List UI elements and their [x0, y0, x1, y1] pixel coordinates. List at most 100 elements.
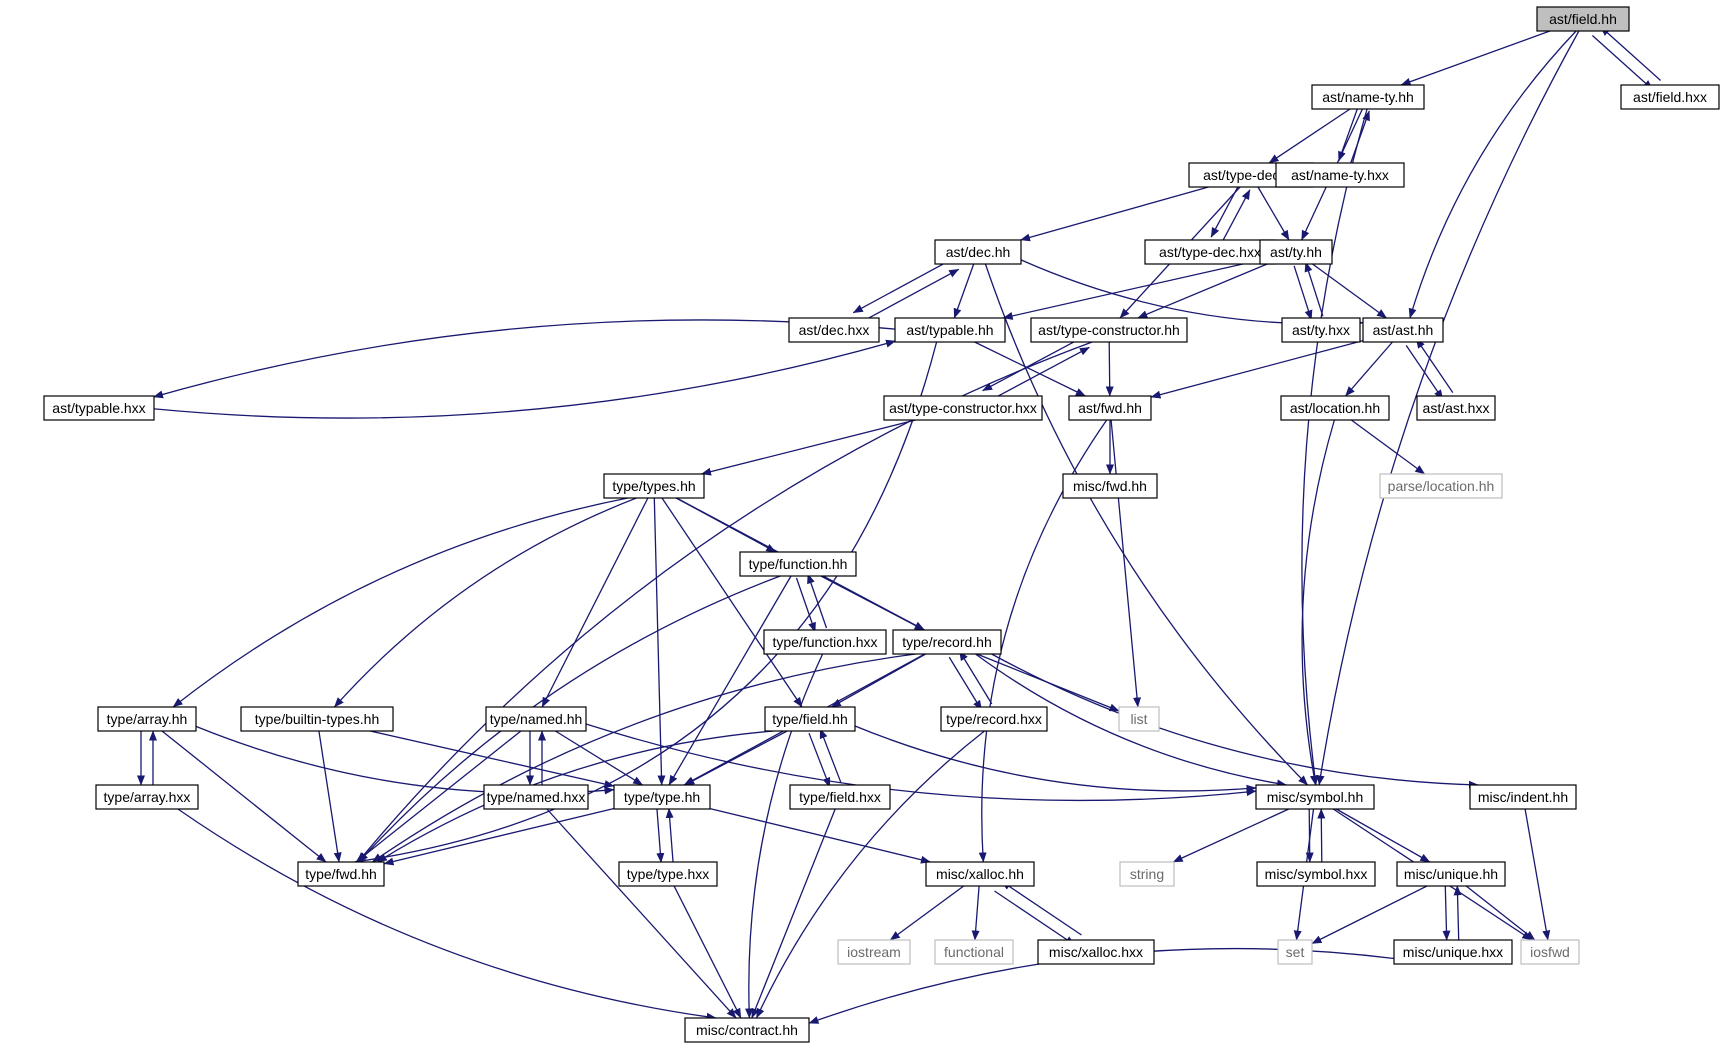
- node-named-hxx[interactable]: type/named.hxx: [483, 784, 589, 810]
- edge-unique_hh-to-unique_hxx: [1442, 886, 1451, 941]
- edge-type_dec_hh-to-dec_hh: [1020, 186, 1209, 242]
- edge-record_hh-to-record_hxx: [948, 656, 983, 711]
- node-box: [1068, 395, 1152, 421]
- node-unique-hh[interactable]: misc/unique.hh: [1396, 861, 1506, 887]
- node-label: list: [1130, 711, 1147, 727]
- node-box: [1281, 317, 1361, 343]
- node-symbol-hxx[interactable]: misc/symbol.hxx: [1256, 861, 1376, 887]
- node-array-hh[interactable]: type/array.hh: [97, 706, 197, 732]
- node-box: [43, 395, 155, 421]
- node-label: type/type.hxx: [627, 866, 710, 882]
- node-type-hh[interactable]: type/type.hh: [613, 784, 711, 810]
- edge-array_hxx-to-contract_hh: [177, 808, 717, 1021]
- edge-tfield_hh-to-type_fwd_hh: [376, 730, 774, 863]
- edge-builtin_hh-to-type_hh: [369, 730, 615, 788]
- edge-typable_hxx-to-typable_hh: [154, 339, 896, 419]
- node-types-hh[interactable]: type/types.hh: [603, 473, 705, 499]
- node-box: [1259, 239, 1333, 265]
- node-box: [1311, 84, 1425, 110]
- node-label: parse/location.hh: [1388, 478, 1495, 494]
- edge-tfield_hh-to-tfield_hxx: [808, 732, 831, 788]
- node-label: type/named.hh: [490, 711, 583, 727]
- node-unique-hxx[interactable]: misc/unique.hxx: [1393, 939, 1513, 965]
- node-misc-fwd-hh[interactable]: misc/fwd.hh: [1062, 473, 1158, 499]
- node-dec-hxx[interactable]: ast/dec.hxx: [788, 317, 880, 343]
- node-contract-hh[interactable]: misc/contract.hh: [684, 1017, 810, 1043]
- edge-xalloc_hh-to-iostream: [889, 885, 965, 941]
- node-box: [934, 939, 1014, 965]
- node-ast-fwd-hh[interactable]: ast/fwd.hh: [1068, 395, 1152, 421]
- node-type-fwd-hh[interactable]: type/fwd.hh: [297, 861, 385, 887]
- node-field-hh[interactable]: ast/field.hh: [1536, 6, 1630, 32]
- node-builtin-hh[interactable]: type/builtin-types.hh: [240, 706, 394, 732]
- edge-dec_hh-to-ast_hh: [1020, 259, 1364, 328]
- edge-dec_hh-to-typable_hh: [953, 263, 975, 319]
- node-ty-hh[interactable]: ast/ty.hh: [1259, 239, 1333, 265]
- node-set: set: [1277, 939, 1313, 965]
- edge-types_hh-to-named_hh: [541, 497, 649, 708]
- node-function-hh[interactable]: type/function.hh: [739, 551, 857, 577]
- node-label: misc/contract.hh: [696, 1022, 798, 1038]
- node-tfield-hh[interactable]: type/field.hh: [764, 706, 856, 732]
- node-label: ast/type-constructor.hxx: [889, 400, 1037, 416]
- node-function-hxx[interactable]: type/function.hxx: [763, 629, 887, 655]
- node-label: ast/ty.hh: [1270, 244, 1322, 260]
- edge-type_hh-to-xalloc_hh: [709, 807, 931, 864]
- node-symbol-hh[interactable]: misc/symbol.hh: [1255, 784, 1375, 810]
- node-array-hxx[interactable]: type/array.hxx: [95, 784, 199, 810]
- node-label: ast/type-dec.hh: [1203, 167, 1299, 183]
- node-name-ty-hxx[interactable]: ast/name-ty.hxx: [1275, 162, 1405, 188]
- node-label: type/function.hxx: [772, 634, 877, 650]
- node-box: [1469, 784, 1577, 810]
- node-string: string: [1119, 861, 1175, 887]
- edge-field_hh-to-name_ty_hh: [1400, 30, 1551, 86]
- node-ast-hxx[interactable]: ast/ast.hxx: [1416, 395, 1496, 421]
- node-label: ast/type-dec.hxx: [1159, 244, 1261, 260]
- node-type-hxx[interactable]: type/type.hxx: [618, 861, 718, 887]
- edge-record_hxx-to-contract_hh: [755, 730, 985, 1019]
- node-label: misc/indent.hh: [1478, 789, 1568, 805]
- node-box: [1280, 395, 1390, 421]
- node-box: [883, 395, 1043, 421]
- edge-function_hh-to-function_hxx: [795, 577, 816, 633]
- node-tfield-hxx[interactable]: type/field.hxx: [789, 784, 891, 810]
- node-typable-hxx[interactable]: ast/typable.hxx: [43, 395, 155, 421]
- node-box: [483, 784, 589, 810]
- node-xalloc-hh[interactable]: misc/xalloc.hh: [925, 861, 1035, 887]
- node-location-hh[interactable]: ast/location.hh: [1280, 395, 1390, 421]
- node-ast-hh[interactable]: ast/ast.hh: [1362, 317, 1444, 343]
- edge-tfield_hh-to-symbol_hh: [854, 725, 1257, 793]
- node-xalloc-hxx[interactable]: misc/xalloc.hxx: [1037, 939, 1155, 965]
- edge-record_hh-to-type_fwd_hh: [371, 653, 916, 863]
- edge-array_hh-to-type_fwd_hh: [161, 730, 327, 863]
- node-box: [764, 706, 856, 732]
- node-named-hh[interactable]: type/named.hh: [485, 706, 587, 732]
- node-type-ctor-hh[interactable]: ast/type-constructor.hh: [1030, 317, 1188, 343]
- node-box: [1277, 939, 1313, 965]
- edge-named_hh-to-type_fwd_hh: [355, 730, 522, 863]
- node-label: type/field.hh: [772, 711, 848, 727]
- edge-dec_hh-to-symbol_hh: [984, 263, 1309, 786]
- edge-unique_hh-to-iosfwd: [1465, 885, 1536, 941]
- node-dec-hh[interactable]: ast/dec.hh: [934, 239, 1022, 265]
- edge-type_ctor_hxx-to-types_hh: [701, 419, 916, 476]
- node-record-hh[interactable]: type/record.hh: [892, 629, 1002, 655]
- node-ty-hxx[interactable]: ast/ty.hxx: [1281, 317, 1361, 343]
- node-indent-hh[interactable]: misc/indent.hh: [1469, 784, 1577, 810]
- edge-tfield_hh-to-type_hh: [684, 730, 788, 786]
- node-typable-hh[interactable]: ast/typable.hh: [894, 317, 1006, 343]
- node-label: misc/symbol.hh: [1267, 789, 1363, 805]
- node-type-ctor-hxx[interactable]: ast/type-constructor.hxx: [883, 395, 1043, 421]
- node-label: type/array.hxx: [104, 789, 191, 805]
- node-box: [789, 784, 891, 810]
- edge-types_hh-to-tfield_hh: [661, 497, 803, 708]
- edge-symbol_hxx-to-symbol_hh: [1317, 808, 1326, 862]
- edges-layer: [137, 26, 1662, 1024]
- edge-ty_hh-to-type_ctor_hh: [1137, 263, 1268, 319]
- node-record-hxx[interactable]: type/record.hxx: [940, 706, 1048, 732]
- node-name-ty-hh[interactable]: ast/name-ty.hh: [1311, 84, 1425, 110]
- node-label: type/fwd.hh: [305, 866, 377, 882]
- node-type-dec-hxx[interactable]: ast/type-dec.hxx: [1144, 239, 1276, 265]
- edge-unique_hh-to-set: [1311, 885, 1428, 945]
- node-field-hxx[interactable]: ast/field.hxx: [1620, 84, 1720, 110]
